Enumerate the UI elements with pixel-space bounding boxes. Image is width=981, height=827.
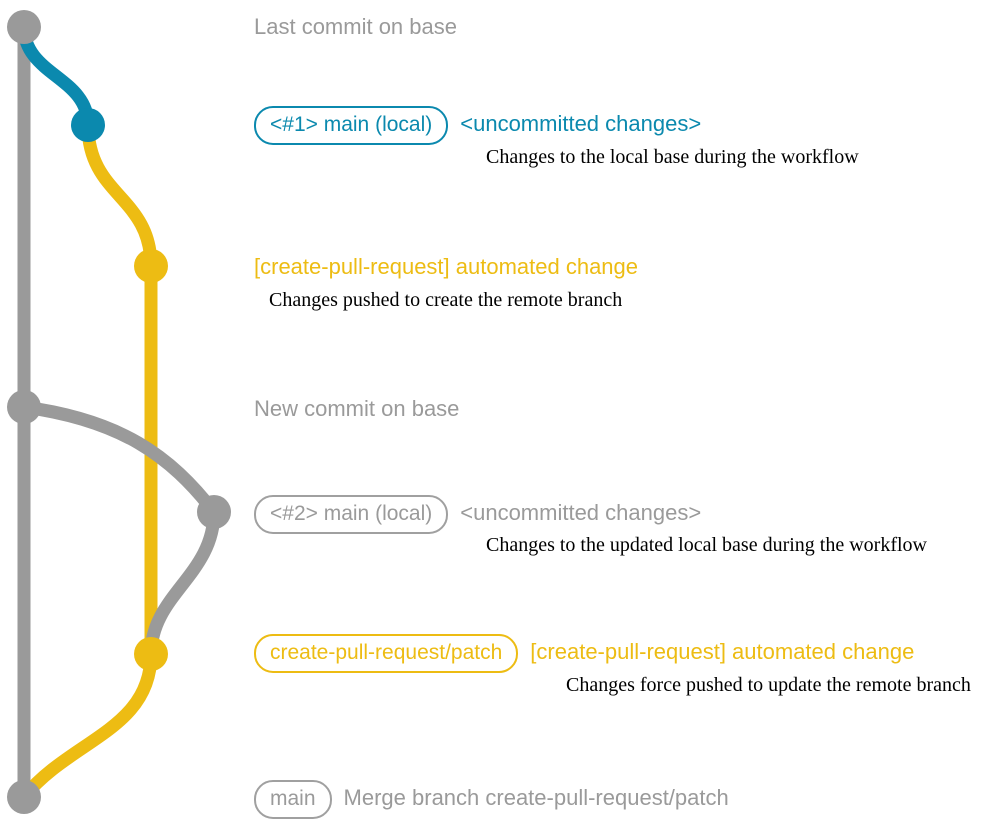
row-local-2: <#2> main (local) <uncommitted changes>: [254, 495, 701, 534]
headline-local-1: <uncommitted changes>: [460, 111, 702, 136]
chip-main[interactable]: main: [254, 780, 332, 819]
label-last-commit-on-base: Last commit on base: [254, 14, 457, 39]
edge-local-2-to-automated-2: [144, 505, 221, 661]
node-last-commit-on-base[interactable]: [7, 10, 41, 44]
row-local-1: <#1> main (local) <uncommitted changes>: [254, 106, 701, 145]
chip-main-local-1[interactable]: <#1> main (local): [254, 106, 449, 145]
chip-main-local-2[interactable]: <#2> main (local): [254, 495, 449, 534]
headline-merge-commit: Merge branch create-pull-request/patch: [343, 785, 729, 810]
row-merge-commit: main Merge branch create-pull-request/pa…: [254, 780, 729, 819]
chip-create-pull-request-patch[interactable]: create-pull-request/patch: [254, 634, 519, 673]
edge-base-to-local-2: [17, 400, 221, 519]
edge-automated-2-to-merge: [17, 647, 158, 804]
label-new-commit-on-base: New commit on base: [254, 396, 460, 421]
node-local-1[interactable]: [71, 108, 105, 142]
node-automated-change-1[interactable]: [134, 249, 168, 283]
headline-local-2: <uncommitted changes>: [460, 500, 702, 525]
subtext-local-1: Changes to the local base during the wor…: [486, 146, 859, 168]
edge-base-to-local-1: [17, 20, 95, 132]
node-automated-change-2[interactable]: [134, 637, 168, 671]
headline-automated-change-1: [create-pull-request] automated change: [254, 254, 639, 279]
edge-local-1-to-automated-1: [81, 118, 158, 273]
node-merge-commit[interactable]: [7, 780, 41, 814]
node-local-2[interactable]: [197, 495, 231, 529]
subtext-automated-change-2: Changes force pushed to update the remot…: [566, 674, 971, 696]
row-automated-change-2: create-pull-request/patch [create-pull-r…: [254, 634, 914, 673]
subtext-automated-change-1: Changes pushed to create the remote bran…: [269, 289, 623, 311]
node-new-commit-on-base[interactable]: [7, 390, 41, 424]
headline-automated-change-2: [create-pull-request] automated change: [530, 639, 915, 664]
subtext-local-2: Changes to the updated local base during…: [486, 534, 927, 556]
